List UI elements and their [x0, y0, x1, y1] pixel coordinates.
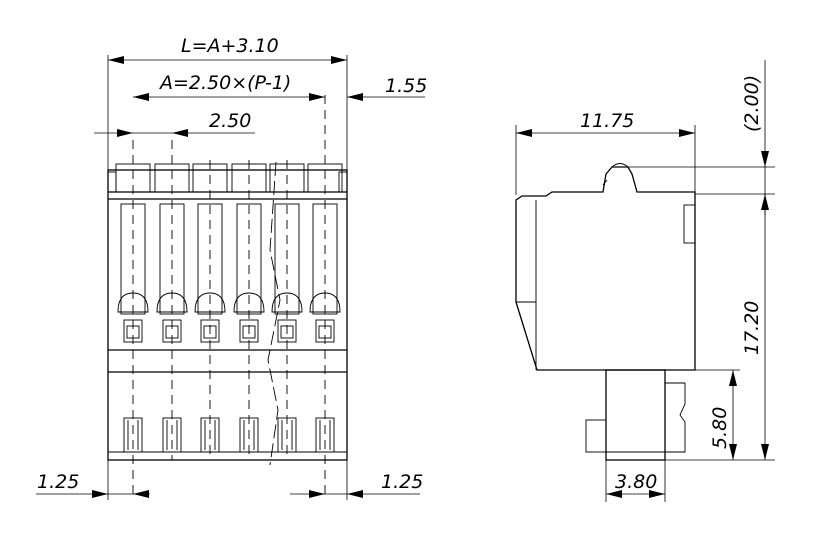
dim-height-label: 17.20 [741, 301, 763, 355]
dim-height: 17.20 [741, 194, 769, 460]
dim-length: L=A+3.10 [108, 35, 347, 64]
dim-pitch: 2.50 [94, 110, 255, 137]
dim-a: A=2.50×(P-1) [133, 72, 325, 101]
dim-width: 11.75 [516, 110, 695, 137]
dim-latch: (2.00) [741, 60, 769, 215]
dim-offset-left-bottom: 1.25 [36, 471, 150, 498]
dim-offset-right-top: 1.55 [347, 75, 427, 101]
pole-4 [231, 160, 267, 460]
dim-length-label: L=A+3.10 [181, 35, 279, 57]
dim-pin-height: 5.80 [709, 370, 737, 460]
dim-offset-left-bottom-label: 1.25 [37, 471, 79, 493]
dim-a-label: A=2.50×(P-1) [158, 72, 291, 94]
pole-6 [307, 95, 343, 500]
dim-offset-right-top-label: 1.55 [385, 75, 427, 97]
pole-5 [269, 160, 305, 460]
pole-2 [154, 140, 190, 460]
dim-pin-height-label: 5.80 [709, 407, 731, 449]
dim-offset-right-bottom-label: 1.25 [381, 471, 423, 493]
side-housing-outline [515, 166, 696, 371]
side-pin-block [605, 369, 666, 461]
side-view: 11.75 (2.00) 17.20 5.80 3.80 [515, 60, 775, 502]
dim-pin-width: 3.80 [606, 471, 665, 498]
break-line [267, 161, 281, 466]
dim-pitch-label: 2.50 [209, 110, 251, 132]
dim-latch-label: (2.00) [741, 75, 763, 132]
front-view: L=A+3.10 A=2.50×(P-1) 1.55 2.50 1.2 [36, 35, 427, 500]
dim-width-label: 11.75 [580, 110, 634, 132]
pole-3 [192, 160, 228, 460]
front-housing-outline [107, 169, 348, 461]
dim-pin-width-label: 3.80 [615, 471, 657, 493]
dim-offset-right-bottom: 1.25 [290, 471, 423, 498]
pole-1 [115, 140, 151, 500]
